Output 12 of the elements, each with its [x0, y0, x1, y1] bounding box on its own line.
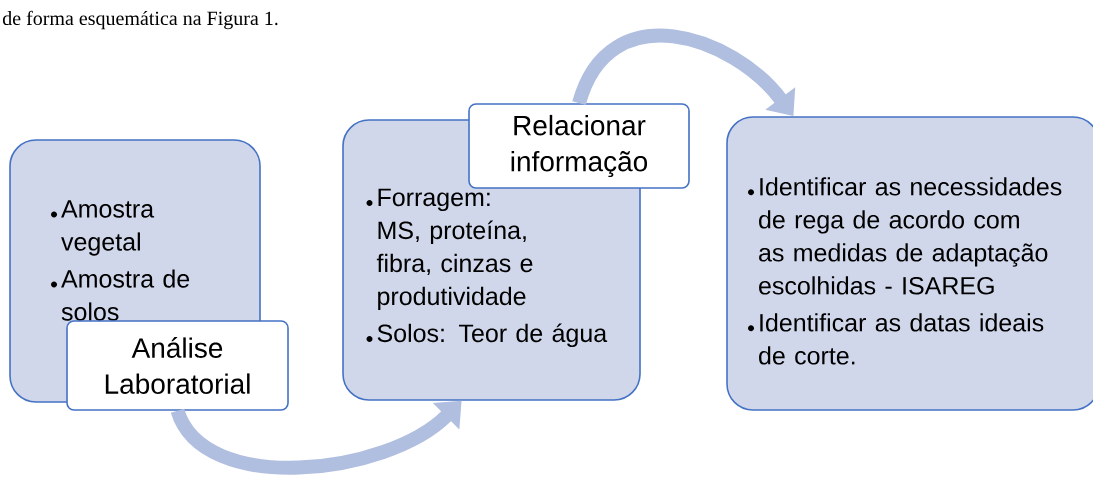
bullet-item: Amostra de solos: [61, 269, 190, 321]
bullet-item: Amostra vegetal: [61, 200, 155, 256]
caption-text: de forma esquemática na Figura 1.: [2, 10, 278, 30]
bullet-item: Forragem: MS, proteína, fibra, cinzas e produtividade: [376, 188, 533, 311]
tag-text: Análise Laboratorial: [105, 337, 250, 394]
bullet-item: Identificar as necessidades de rega de acordo com as medidas de adaptação escolhidas - ISAREG: [759, 177, 1062, 295]
process-card: [726, 116, 1093, 411]
title-tag: [468, 103, 690, 189]
tag-text: Relacionar informação: [511, 114, 648, 178]
bullet-item: Solos: Teor de água: [377, 323, 608, 348]
title-tag: [66, 320, 289, 411]
bullet-item: Identificar as datas ideais de corte.: [759, 313, 1044, 365]
